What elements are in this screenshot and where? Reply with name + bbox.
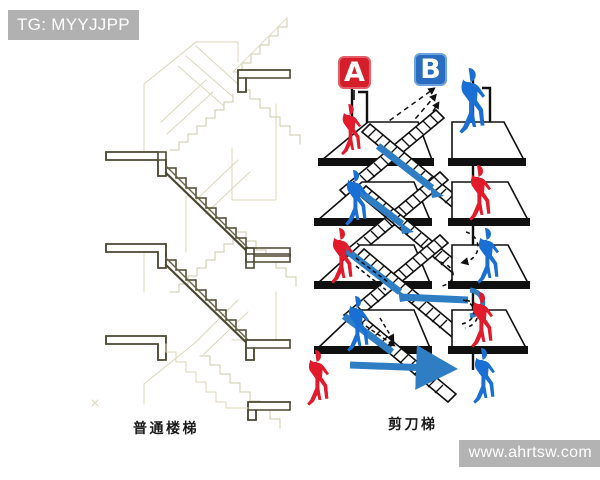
- caption-scissor-staircase: 剪刀梯: [388, 417, 438, 433]
- exit-badge-a: A: [338, 56, 371, 89]
- badge-b-label: B: [414, 53, 447, 86]
- site-url-watermark: www.ahrtsw.com: [458, 440, 600, 467]
- exit-badge-b: B: [414, 53, 447, 86]
- telegram-tag-watermark: TG: MYYJJPP: [8, 10, 139, 40]
- badge-a-label: A: [338, 56, 371, 89]
- caption-ordinary-staircase: 普通楼梯: [133, 421, 199, 437]
